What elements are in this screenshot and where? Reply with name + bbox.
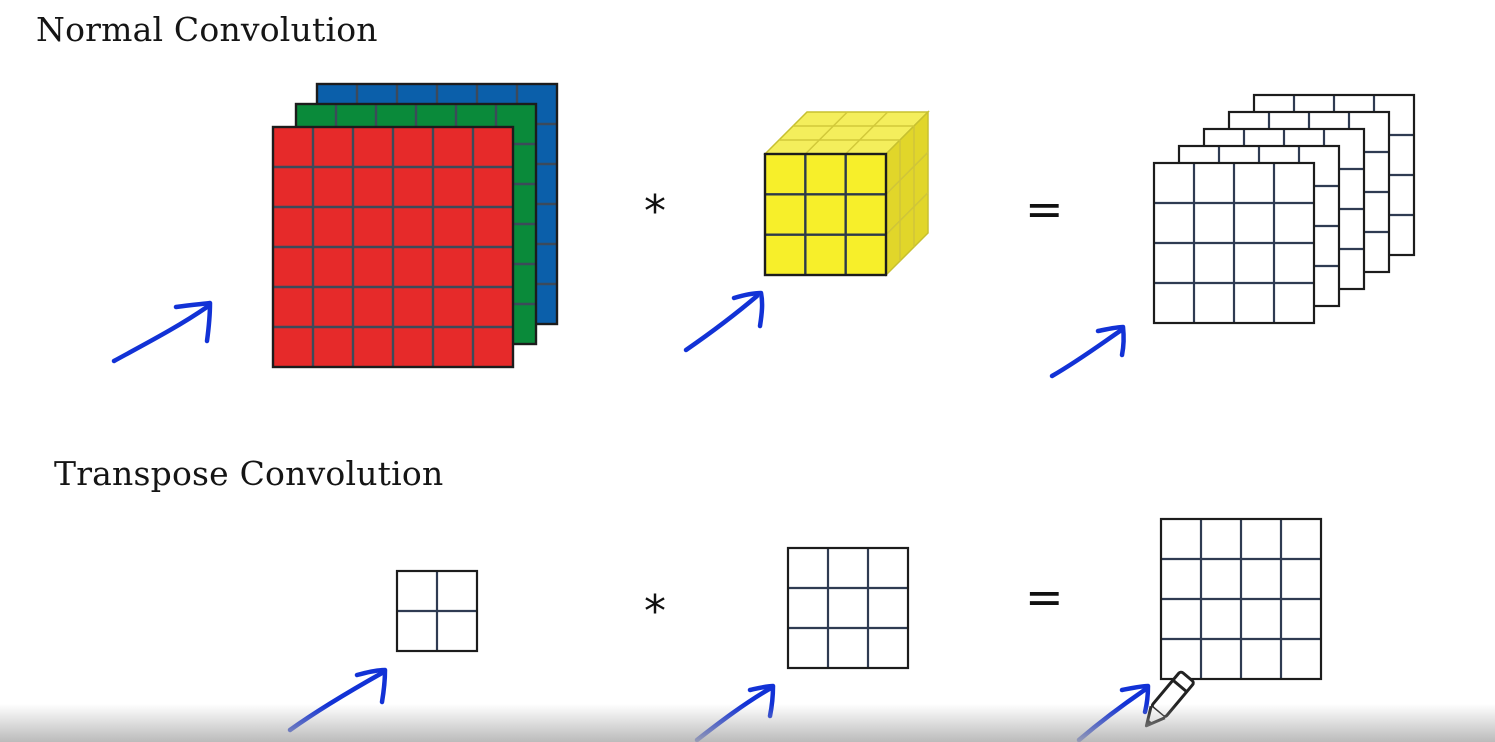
normal-input-volume — [271, 82, 559, 369]
transpose-input-grid — [395, 569, 479, 653]
transpose-input-cells-border — [395, 569, 479, 653]
transpose-output-grid — [1159, 517, 1323, 681]
transpose-filter-cells-face — [788, 548, 908, 668]
normal-filter-cube — [763, 110, 930, 277]
annotation-arrow-6 — [1076, 683, 1151, 742]
transpose-output-cells — [1159, 517, 1323, 681]
output-map-1-border — [1152, 161, 1316, 325]
transpose-convolution-title: Transpose Convolution — [54, 454, 444, 493]
filter-front-face-face — [765, 154, 886, 275]
filter-front-face-border — [763, 152, 888, 277]
annotation-arrow-3 — [1049, 324, 1126, 379]
input-channel-red-border — [271, 125, 515, 369]
output-map-1 — [1152, 161, 1316, 325]
normal-output-stack — [1152, 93, 1416, 325]
annotation-arrow-5 — [694, 683, 776, 742]
annotation-arrow-1 — [111, 300, 213, 364]
input-channel-red — [271, 125, 515, 369]
transpose-input-cells — [395, 569, 479, 653]
filter-front-face — [763, 152, 888, 277]
normal-convolution-title: Normal Convolution — [36, 10, 378, 49]
transpose-filter-cells-border — [786, 546, 910, 670]
normal-multiply-operator: * — [644, 186, 666, 237]
annotation-arrows — [111, 290, 1151, 742]
transpose-filter-grid — [786, 546, 910, 670]
transpose-multiply-operator: * — [644, 586, 666, 637]
normal-equals-operator: = — [1025, 182, 1064, 236]
annotation-arrow-4 — [287, 667, 388, 733]
annotation-arrow-2 — [683, 290, 765, 353]
transpose-equals-operator: = — [1025, 570, 1064, 624]
transpose-filter-cells — [786, 546, 910, 670]
transpose-output-cells-border — [1159, 517, 1323, 681]
